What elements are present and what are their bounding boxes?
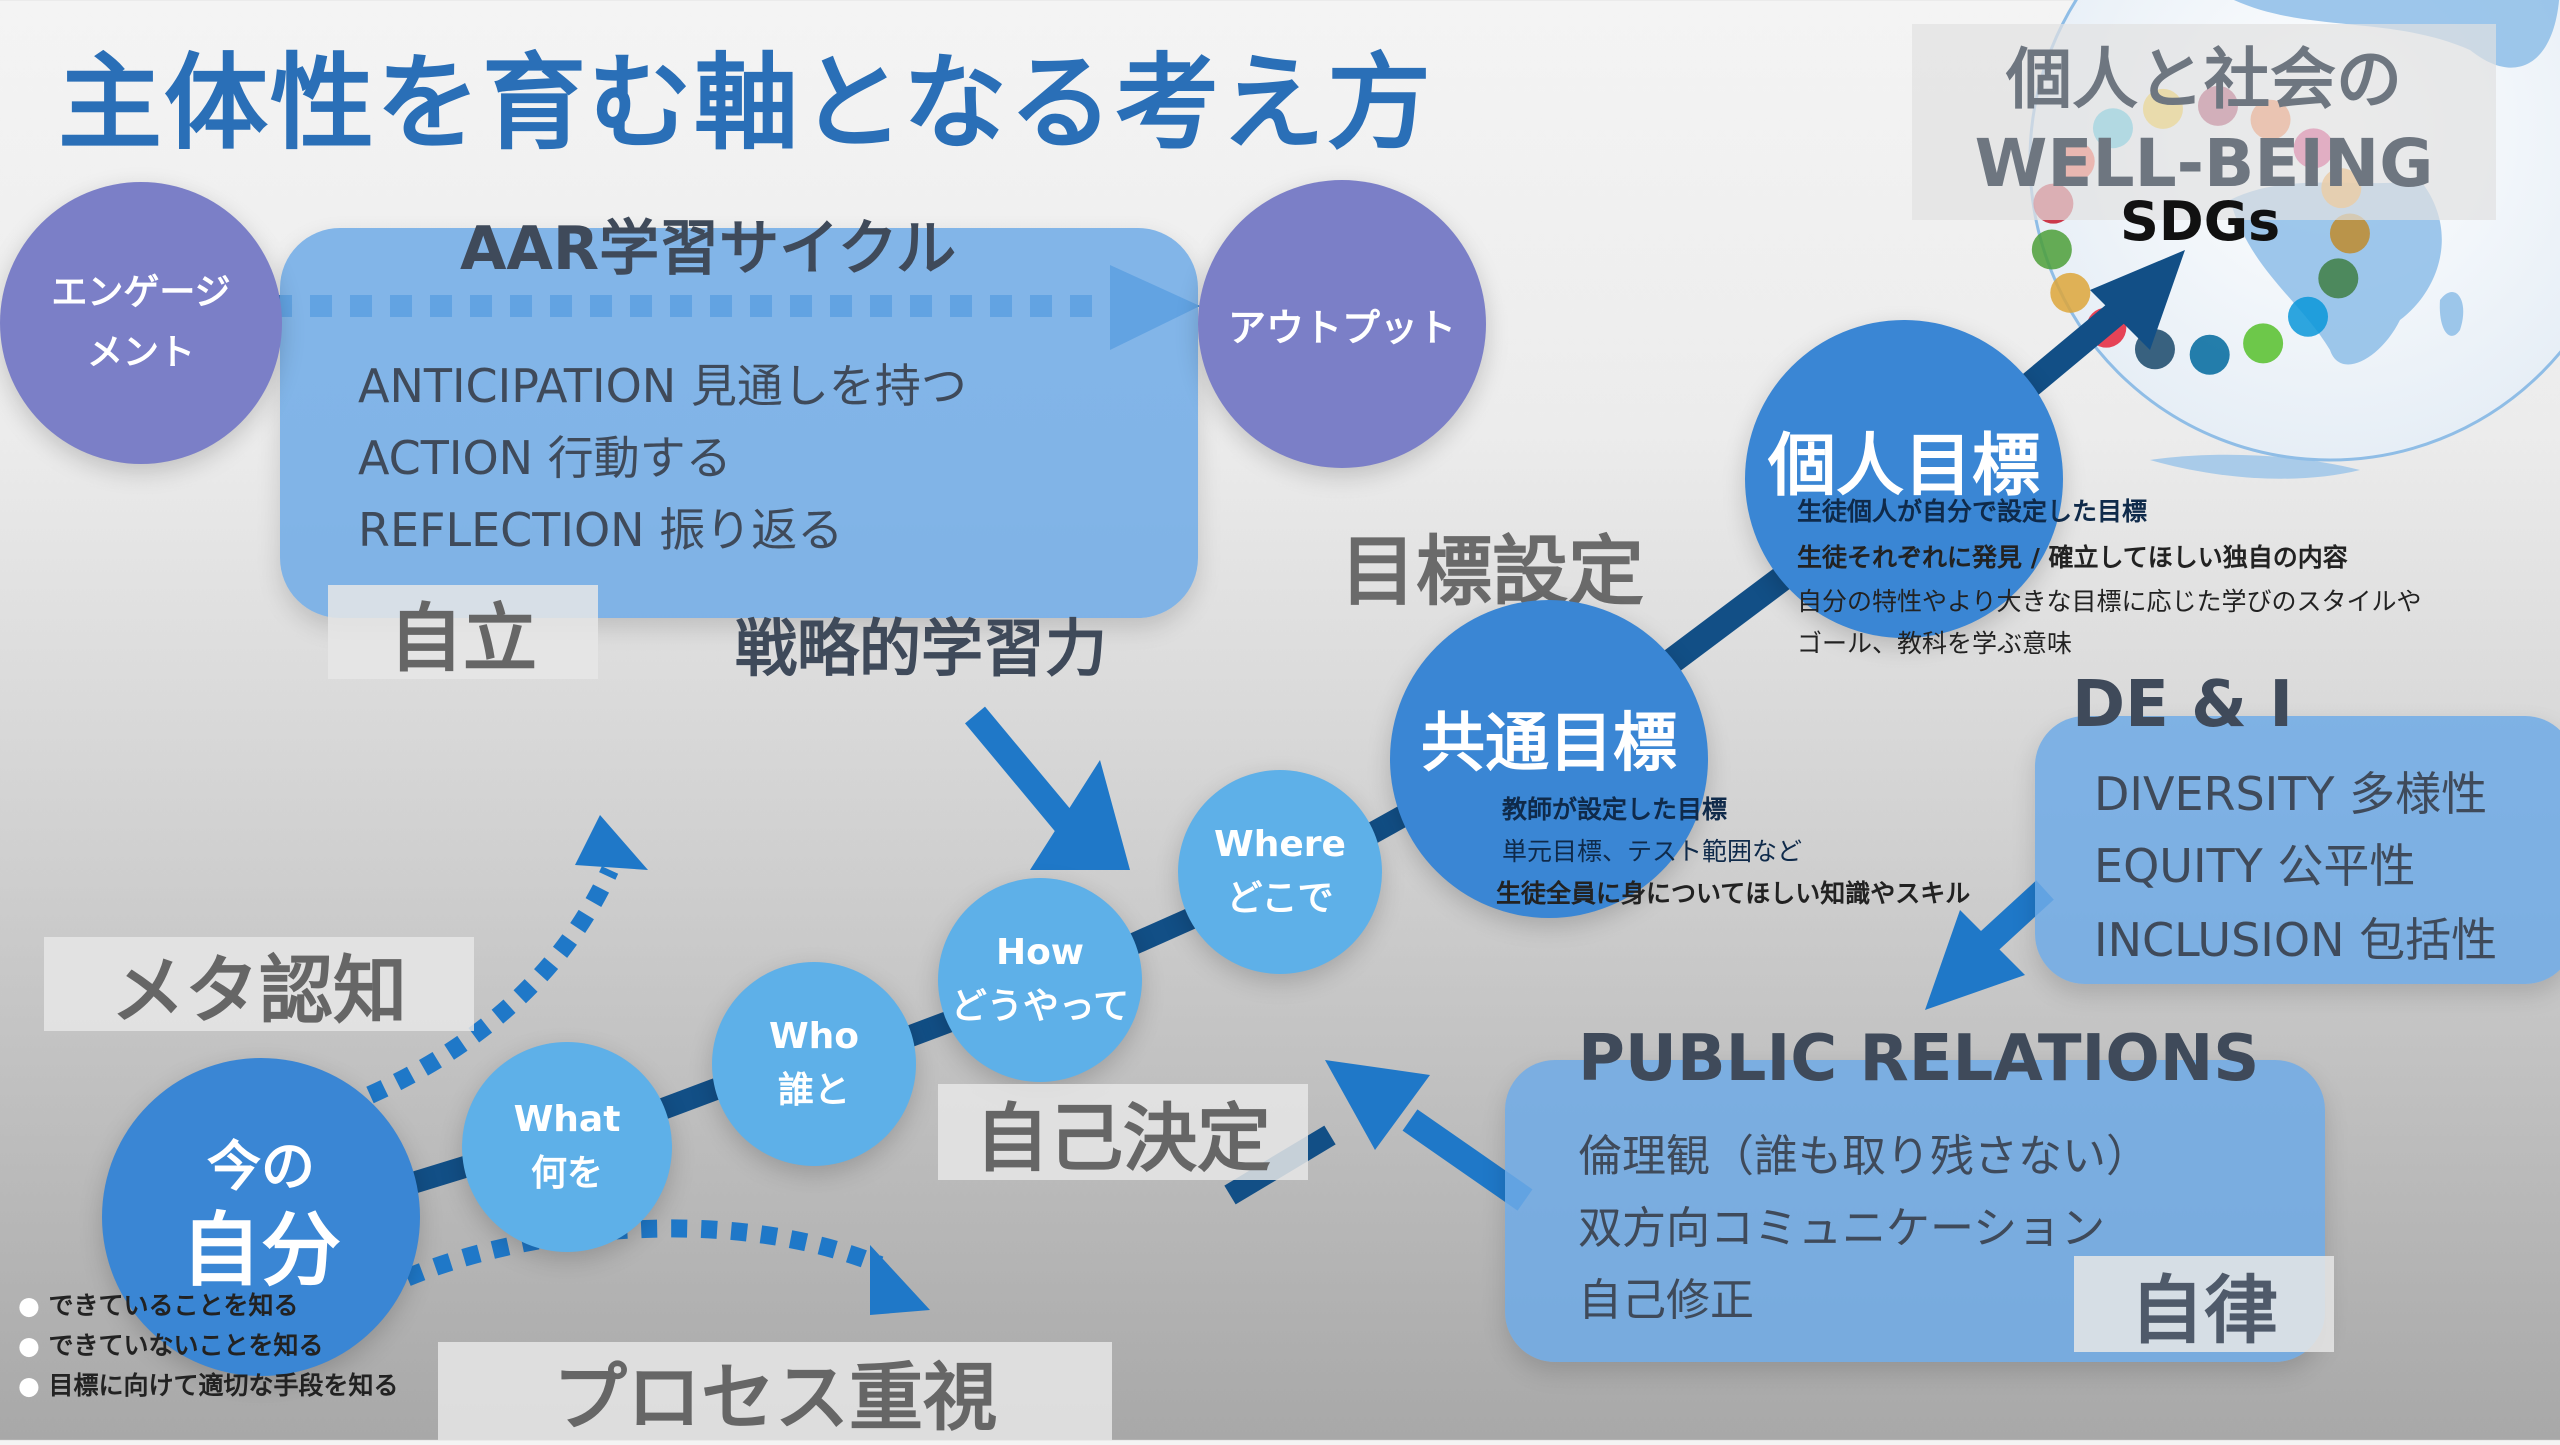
bullet-icon: ● bbox=[18, 1331, 49, 1360]
personal-goal-line3: 自分の特性やより大きな目標に応じた学びのスタイルや bbox=[1797, 587, 2422, 616]
pr-item-self-correction: 自己修正 bbox=[1578, 1275, 1754, 1326]
aar-item-action: ACTION 行動する bbox=[358, 431, 732, 485]
public-relations-heading: PUBLIC RELATIONS bbox=[1578, 1022, 2260, 1096]
common-goal-line1: 教師が設定した目標 bbox=[1502, 795, 1728, 824]
goal-setting-label: 目標設定 bbox=[1340, 527, 1644, 616]
engagement-line1: エンゲージ bbox=[51, 272, 231, 313]
output-circle: アウトプット bbox=[1198, 180, 1486, 468]
step-who-circle: Who 誰と bbox=[712, 962, 916, 1166]
metacognition-arrow-head bbox=[575, 815, 648, 870]
step-how-ja: どうやって bbox=[950, 986, 1130, 1027]
aar-heading: AAR学習サイクル bbox=[460, 214, 957, 284]
step-where-ja: どこで bbox=[1226, 878, 1334, 919]
sdg-goal-icon bbox=[2189, 334, 2230, 375]
bullet-icon: ● bbox=[18, 1291, 49, 1320]
pr-item-communication: 双方向コミュニケーション bbox=[1578, 1203, 2106, 1254]
island-madagascar bbox=[2439, 291, 2464, 336]
personal-goal-circle: 個人目標 bbox=[1745, 320, 2063, 638]
common-goal-title: 共通目標 bbox=[1421, 707, 1677, 781]
sdg-goal-icon bbox=[2288, 296, 2329, 337]
self-bullet-2-text: できていないことを知る bbox=[48, 1331, 324, 1360]
sdg-goal-icon bbox=[2243, 323, 2284, 364]
aar-item-reflection: REFLECTION 振り返る bbox=[358, 503, 844, 557]
dei-item-diversity: DIVERSITY 多様性 bbox=[2094, 767, 2488, 821]
autonomy-label: 自律 bbox=[2074, 1256, 2334, 1354]
output-label: アウトプット bbox=[1227, 305, 1456, 350]
step-how-en: How bbox=[995, 932, 1085, 973]
dei-arrow-head bbox=[1925, 910, 2025, 1010]
self-determination-label: 自己決定 bbox=[938, 1084, 1308, 1182]
self-bullet-1: ● できていることを知る bbox=[18, 1286, 299, 1322]
metacognition-label: メタ認知 bbox=[44, 937, 474, 1034]
current-self-line1: 今の bbox=[207, 1135, 315, 1199]
personal-goal-title: 個人目標 bbox=[1767, 427, 2040, 506]
page-title: 主体性を育む軸となる考え方 bbox=[58, 42, 1433, 164]
pr-item-ethics: 倫理観（誰も取り残さない） bbox=[1578, 1131, 2150, 1182]
arrow-head-to-wellbeing bbox=[2090, 250, 2185, 350]
strategic-arrow-head bbox=[1030, 760, 1130, 870]
personal-goal-line4: ゴール、教科を学ぶ意味 bbox=[1797, 629, 2073, 658]
step-where-circle: Where どこで bbox=[1178, 770, 1382, 974]
current-self-line2: 自分 bbox=[181, 1203, 341, 1297]
wellbeing-label: 個人と社会の WELL-BEING bbox=[1912, 24, 2496, 220]
sdg-goal-icon bbox=[2329, 213, 2370, 254]
wellbeing-line1: 個人と社会の bbox=[2006, 41, 2402, 118]
metacognition-dotted-curve bbox=[366, 866, 619, 1104]
dei-box bbox=[2035, 716, 2560, 984]
process-arrow-head bbox=[870, 1245, 930, 1315]
independence-label: 自立 bbox=[328, 585, 598, 682]
personal-goal-line2: 生徒それぞれに発見 / 確立してほしい独自の内容 bbox=[1797, 543, 2348, 572]
personal-goal-line1: 生徒個人が自分で設定した目標 bbox=[1797, 497, 2148, 526]
wellbeing-line2: WELL-BEING bbox=[1974, 125, 2434, 202]
continent-antarctica bbox=[2150, 454, 2360, 479]
strategic-arrow-line bbox=[965, 706, 1085, 844]
strategic-learning-label: 戦略的学習力 bbox=[735, 612, 1108, 685]
step-who-ja: 誰と bbox=[777, 1070, 850, 1111]
common-goal-line2: 単元目標、テスト範囲など bbox=[1502, 837, 1803, 866]
bullet-icon: ● bbox=[18, 1371, 49, 1400]
self-bullet-3: ● 目標に向けて適切な手段を知る bbox=[18, 1366, 399, 1402]
step-what-en: What bbox=[513, 1099, 621, 1140]
process-focus-label: プロセス重視 bbox=[438, 1342, 1112, 1441]
common-goal-circle: 共通目標 bbox=[1390, 600, 1708, 918]
step-where-en: Where bbox=[1214, 824, 1346, 865]
sdg-goal-icon bbox=[2318, 258, 2359, 299]
step-what-circle: What 何を bbox=[462, 1042, 672, 1252]
common-goal-line3: 生徒全員に身についてほしい知識やスキル bbox=[1496, 879, 1971, 908]
sdg-goal-icon bbox=[2031, 229, 2072, 270]
dei-item-inclusion: INCLUSION 包括性 bbox=[2094, 913, 2498, 967]
self-bullet-3-text: 目標に向けて適切な手段を知る bbox=[48, 1371, 399, 1400]
aar-item-anticipation: ANTICIPATION 見通しを持つ bbox=[358, 359, 967, 413]
engagement-line2: メント bbox=[86, 332, 195, 373]
self-bullet-1-text: できていることを知る bbox=[48, 1291, 299, 1320]
self-bullet-2: ● できていないことを知る bbox=[18, 1326, 324, 1362]
step-what-ja: 何を bbox=[530, 1153, 603, 1194]
aar-box bbox=[280, 228, 1198, 618]
sdg-goal-icon bbox=[2050, 272, 2091, 313]
dei-heading: DE & I bbox=[2072, 668, 2294, 742]
step-who-en: Who bbox=[768, 1016, 860, 1057]
dei-item-equity: EQUITY 公平性 bbox=[2094, 839, 2416, 893]
sdgs-label: SDGs bbox=[2120, 190, 2281, 253]
step-how-circle: How どうやって bbox=[938, 878, 1142, 1082]
current-self-circle: 今の 自分 bbox=[102, 1058, 420, 1376]
engagement-circle: エンゲージ メント bbox=[0, 182, 282, 464]
process-dotted-curve bbox=[375, 1219, 884, 1299]
pr-arrow-head bbox=[1325, 1060, 1430, 1150]
